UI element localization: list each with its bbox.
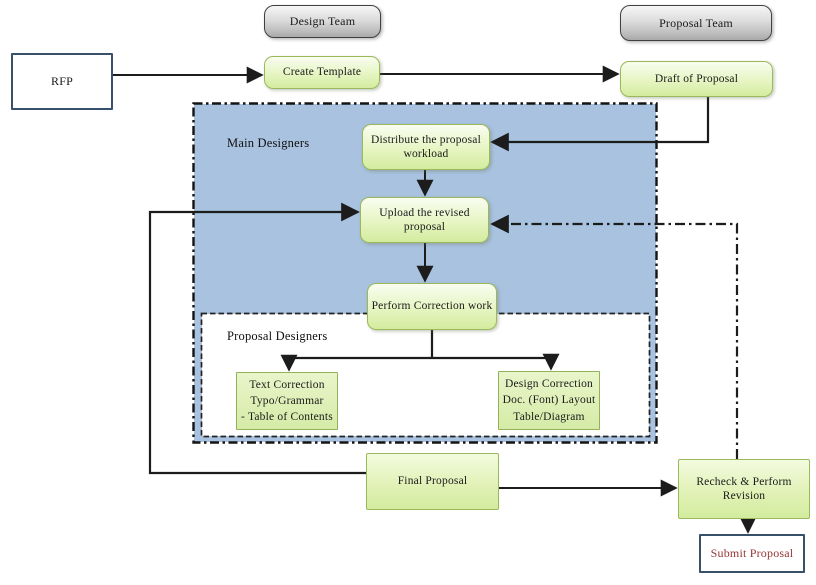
node-submit-proposal: Submit Proposal	[699, 534, 805, 573]
lane-header-proposal-team: Proposal Team	[620, 5, 772, 41]
proposal-designers-label: Proposal Designers	[227, 329, 328, 343]
node-label: RFP	[51, 74, 73, 88]
node-rfp: RFP	[11, 53, 113, 110]
node-label: Submit Proposal	[710, 546, 794, 560]
node-label-line: Typo/Grammar	[250, 394, 324, 407]
node-label-line: - Table of Contents	[241, 410, 333, 423]
node-perform-correction-work: Perform Correction work	[367, 283, 497, 330]
node-recheck-perform-revision: Recheck & Perform Revision	[678, 459, 810, 519]
node-label: Final Proposal	[397, 475, 468, 488]
node-label-line: Text Correction	[249, 379, 325, 391]
node-label: Create Template	[282, 66, 362, 79]
node-distribute-workload: Distribute the proposal workload	[362, 124, 490, 170]
lane-header-label: Proposal Team	[659, 15, 733, 30]
main-designers-label: Main Designers	[227, 136, 310, 150]
node-label: Perform Correction work	[371, 300, 493, 313]
node-draft-of-proposal: Draft of Proposal	[620, 61, 773, 97]
node-label-line: Table/Diagram	[513, 410, 585, 423]
lane-header-label: Design Team	[289, 14, 356, 28]
lane-header-design-team: Design Team	[264, 5, 381, 38]
node-label: Distribute the proposal workload	[371, 133, 481, 160]
node-label-line: Design Correction	[504, 378, 594, 390]
node-design-correction: Design Correction Doc. (Font) Layout Tab…	[498, 371, 600, 430]
node-text-correction: Text Correction Typo/Grammar - Table of …	[236, 372, 338, 430]
node-label-line: Doc. (Font) Layout	[502, 394, 596, 407]
node-label: Draft of Proposal	[654, 72, 739, 85]
node-final-proposal: Final Proposal	[366, 453, 499, 510]
node-create-template: Create Template	[264, 56, 380, 89]
node-label: Upload the revised proposal	[379, 206, 470, 233]
node-upload-revised-proposal: Upload the revised proposal	[360, 197, 489, 243]
node-label: Recheck & Perform Revision	[696, 475, 792, 502]
